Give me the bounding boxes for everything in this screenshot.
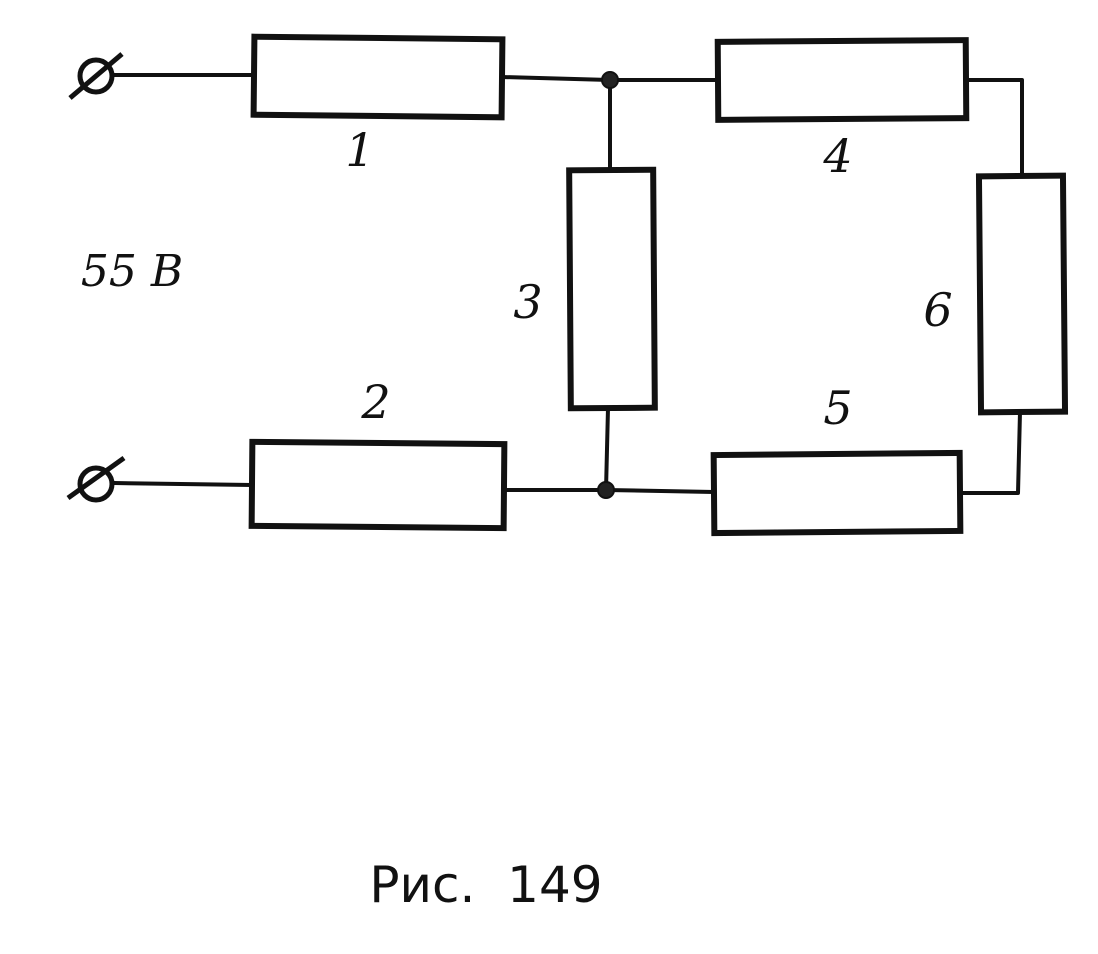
resistor-3 xyxy=(566,166,658,412)
source-voltage-label: 55 В xyxy=(81,246,183,297)
junction-node-bottom xyxy=(597,481,615,499)
wire-r4-to-r6 xyxy=(964,78,1024,178)
resistor-4-label: 4 xyxy=(822,129,852,183)
wire-r1-to-node-top xyxy=(500,75,612,82)
resistor-1 xyxy=(250,33,506,121)
resistor-5-label: 5 xyxy=(823,381,852,435)
figure-caption: Рис. 149 xyxy=(369,856,602,914)
resistor-2 xyxy=(248,438,508,532)
terminal-bottom xyxy=(66,455,126,503)
wire-node-bottom-to-r5 xyxy=(604,488,716,494)
wire-terminal-bottom-to-r2 xyxy=(112,481,254,487)
resistor-3-label: 3 xyxy=(513,275,542,329)
terminal-top xyxy=(68,52,124,100)
resistor-5 xyxy=(710,449,964,537)
wires xyxy=(110,73,1024,495)
resistor-1-label: 1 xyxy=(345,123,374,177)
resistor-6 xyxy=(975,172,1069,416)
resistor-2-label: 2 xyxy=(360,375,390,429)
resistor-4 xyxy=(714,37,970,123)
junction-node-top xyxy=(601,71,619,89)
wire-r5-to-r6 xyxy=(958,410,1022,495)
resistor-6-label: 6 xyxy=(923,283,952,337)
wire-r3-to-node-bottom xyxy=(604,406,610,492)
